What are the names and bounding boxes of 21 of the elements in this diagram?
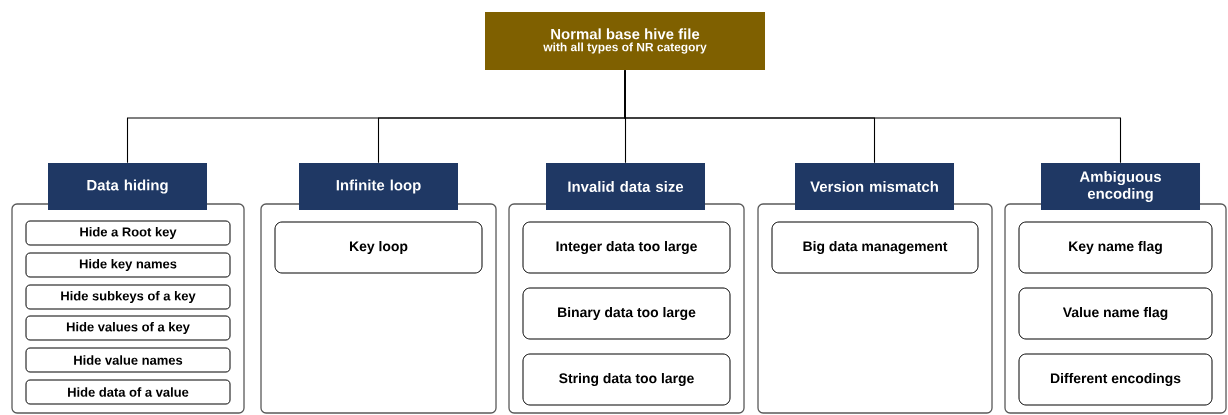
category-header: Invalid data size xyxy=(546,163,705,210)
category-header: Version mismatch xyxy=(795,163,954,210)
item-box: Hide value names xyxy=(25,347,231,373)
item-box: Different encodings xyxy=(1018,353,1213,406)
item-box: Hide values of a key xyxy=(25,315,231,341)
category-header: Infinite loop xyxy=(299,163,458,210)
item-box: Hide a Root key xyxy=(25,220,231,246)
category-header: Ambiguous encoding xyxy=(1041,163,1200,210)
category-header: Data hiding xyxy=(48,163,207,210)
connector-line xyxy=(624,69,1122,164)
item-box: Big data management xyxy=(771,221,979,274)
item-box: Hide key names xyxy=(25,252,231,278)
item-box: Key loop xyxy=(274,221,483,274)
item-box: Hide subkeys of a key xyxy=(25,284,231,310)
item-box: Key name flag xyxy=(1018,221,1213,274)
item-box: Hide data of a value xyxy=(25,379,231,405)
item-box: String data too large xyxy=(522,353,731,406)
item-box: Binary data too large xyxy=(522,287,731,340)
item-box: Value name flag xyxy=(1018,287,1213,340)
item-box: Integer data too large xyxy=(522,221,731,274)
title-box: Normal base hive file with all types of NR category xyxy=(485,12,765,70)
